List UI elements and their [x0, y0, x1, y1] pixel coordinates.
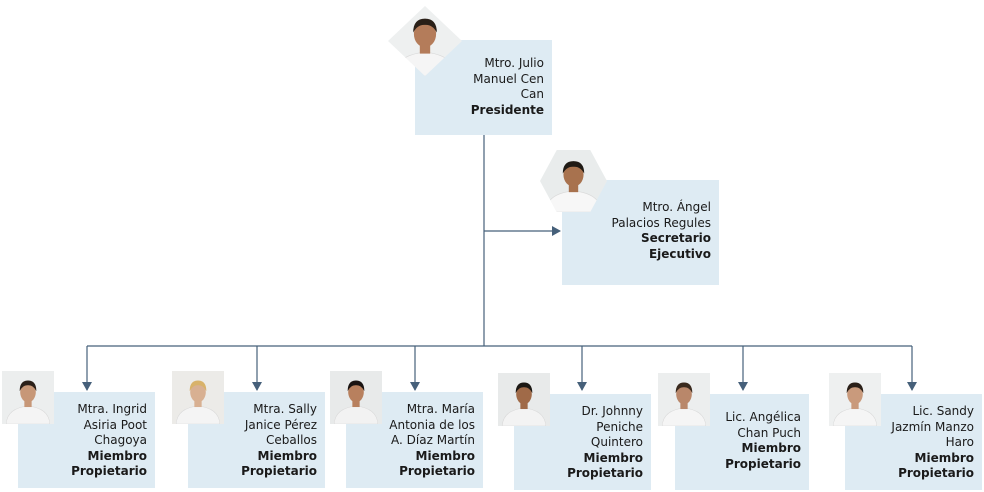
member-role: Propietario — [71, 464, 147, 478]
person-photo-icon — [658, 373, 710, 426]
member-role: Miembro — [415, 448, 475, 463]
person-photo-icon — [498, 373, 550, 426]
member-photo-1 — [2, 371, 54, 424]
member-name: A. Díaz Martín — [391, 433, 475, 447]
person-photo-icon — [540, 150, 607, 212]
member-photo-4 — [498, 373, 550, 426]
person-photo-icon — [829, 373, 881, 426]
member-name: Mtro. Julio — [484, 56, 544, 70]
member-node-4: Dr. Johnny Peniche Quintero Miembro Prop… — [514, 394, 651, 490]
member-role: Propietario — [241, 464, 317, 478]
member-role: Propietario — [567, 466, 643, 480]
member-name: Ceballos — [266, 433, 317, 447]
secretary-photo — [540, 150, 607, 212]
member-role: Ejecutivo — [648, 246, 711, 261]
member-role: Propietario — [399, 464, 475, 478]
member-name: Mtro. Ángel — [642, 200, 711, 214]
member-role: Miembro — [914, 450, 974, 465]
member-photo-6 — [829, 373, 881, 426]
member-name: Mtra. María — [406, 402, 475, 416]
member-name: Chagoya — [94, 433, 147, 447]
member-photo-3 — [330, 371, 382, 424]
member-name: Peniche — [596, 419, 643, 434]
member-name: Jazmín Manzo — [891, 419, 974, 434]
member-role: Propietario — [898, 466, 974, 480]
member-name: Asiria Poot — [83, 417, 147, 432]
member-role: Miembro — [583, 450, 643, 465]
member-node-2: Mtra. Sally Janice Pérez Ceballos Miembr… — [188, 392, 325, 488]
member-name: Antonia de los — [389, 417, 475, 432]
member-name: Haro — [945, 435, 974, 449]
member-role: Propietario — [725, 456, 801, 471]
member-photo-2 — [172, 371, 224, 424]
president-node: Mtro. Julio Manuel Cen Can Presidente — [415, 40, 552, 135]
member-name: Lic. Sandy — [912, 404, 974, 418]
member-name: Mtra. Ingrid — [77, 402, 147, 416]
member-name: Janice Pérez — [244, 417, 317, 432]
person-photo-icon — [330, 371, 382, 424]
member-role: Presidente — [470, 102, 544, 117]
member-photo-5 — [658, 373, 710, 426]
member-name: Manuel Cen — [473, 71, 544, 86]
person-photo-icon — [2, 371, 54, 424]
member-role: Miembro — [87, 448, 147, 463]
member-name: Can — [520, 87, 544, 101]
member-role: Miembro — [741, 441, 801, 455]
member-name: Dr. Johnny — [581, 404, 644, 418]
member-node-6: Lic. Sandy Jazmín Manzo Haro Miembro Pro… — [845, 394, 982, 490]
person-photo-icon — [172, 371, 224, 424]
member-name: Quintero — [590, 435, 643, 449]
member-name: Lic. Angélica — [725, 410, 801, 424]
member-name: Mtra. Sally — [253, 402, 317, 416]
member-role: Secretario — [640, 231, 711, 245]
member-name: Palacios Regules — [611, 215, 711, 230]
member-name: Chan Puch — [737, 425, 801, 440]
member-role: Miembro — [257, 448, 317, 463]
